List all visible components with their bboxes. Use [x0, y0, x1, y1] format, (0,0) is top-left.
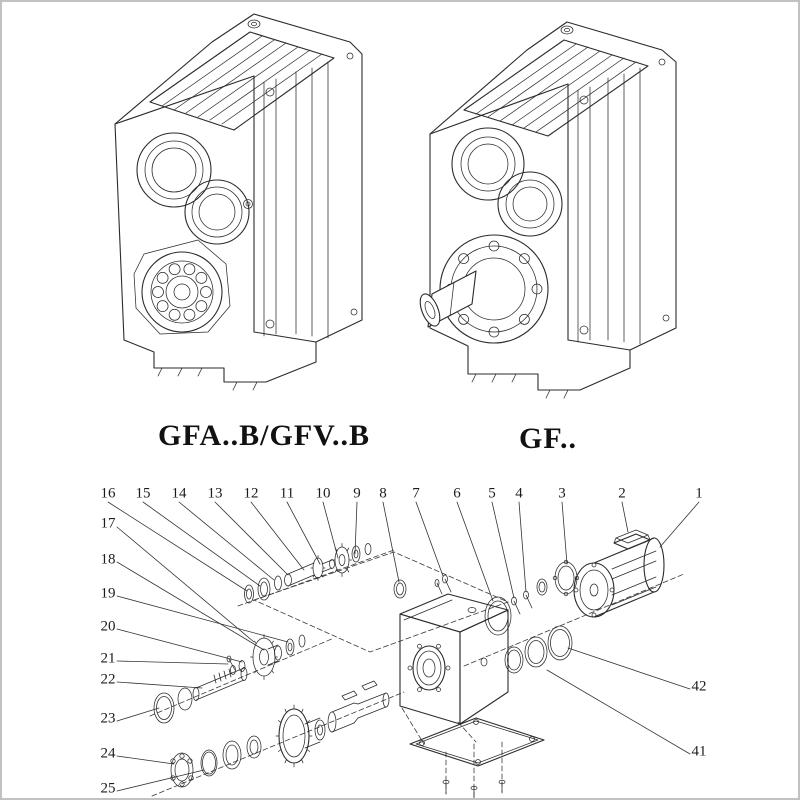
part-number-11: 11	[279, 485, 295, 502]
part-number-13: 13	[207, 485, 223, 502]
part-number-8: 8	[379, 485, 387, 502]
exploded-base-plate	[409, 717, 545, 798]
part-number-12: 12	[243, 485, 259, 502]
exploded-rings	[504, 625, 573, 674]
exploded-motor	[573, 529, 665, 618]
part-number-23: 23	[100, 710, 116, 727]
exploded-housing	[399, 593, 509, 725]
leader-lines	[107, 501, 700, 792]
part-number-25: 25	[100, 780, 116, 797]
part-number-4: 4	[515, 485, 523, 502]
part-number-22: 22	[100, 671, 116, 688]
part-number-16: 16	[100, 485, 116, 502]
part-number-5: 5	[488, 485, 496, 502]
part-number-14: 14	[171, 485, 187, 502]
part-number-41: 41	[691, 743, 707, 760]
part-number-42: 42	[691, 678, 707, 695]
part-number-21: 21	[100, 650, 116, 667]
part-number-15: 15	[135, 485, 151, 502]
model-label-gfab-gfvb: GFA..B/GFV..B	[158, 419, 370, 452]
part-number-9: 9	[353, 485, 361, 502]
exploded-output-parts	[170, 680, 390, 788]
part-number-3: 3	[558, 485, 566, 502]
part-number-1: 1	[695, 485, 703, 502]
part-number-2: 2	[618, 485, 626, 502]
exploded-view	[107, 501, 700, 798]
part-number-10: 10	[315, 485, 331, 502]
part-number-18: 18	[100, 551, 116, 568]
part-number-24: 24	[100, 745, 116, 762]
part-number-17: 17	[100, 515, 116, 532]
gearbox-drawing-gfa-gfv	[114, 13, 363, 391]
exploded-motor-flange-parts	[484, 559, 580, 636]
part-number-19: 19	[100, 585, 116, 602]
part-number-7: 7	[412, 485, 420, 502]
part-number-20: 20	[100, 618, 116, 635]
model-label-gf: GF..	[519, 422, 577, 455]
gearbox-drawing-gf	[419, 21, 677, 399]
part-number-6: 6	[453, 485, 461, 502]
exploded-input-parts	[244, 543, 452, 604]
exploded-intermediate-parts	[153, 634, 306, 724]
